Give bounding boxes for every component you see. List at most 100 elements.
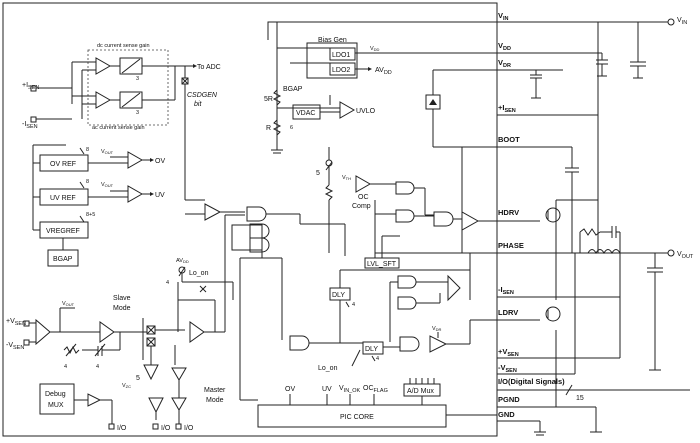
svg-text:PHASE: PHASE bbox=[498, 241, 524, 250]
pin-isen-plus: +ISEN bbox=[497, 103, 598, 116]
svg-text:DLY: DLY bbox=[332, 292, 345, 299]
ac-gain-caption: ac current sense gain bbox=[92, 125, 145, 131]
svg-text:-ISEN: -ISEN bbox=[22, 121, 38, 130]
ldo1-box bbox=[329, 47, 356, 61]
svg-text:PGND: PGND bbox=[498, 395, 520, 404]
svg-text:OC: OC bbox=[358, 194, 369, 201]
svg-text:VREGREF: VREGREF bbox=[46, 228, 80, 235]
svg-text:4: 4 bbox=[166, 280, 169, 286]
svg-text:8: 8 bbox=[86, 179, 89, 185]
pin-ldrv: LDRV bbox=[497, 308, 540, 321]
svg-text:8: 8 bbox=[86, 147, 89, 153]
pin-vin: VIN bbox=[497, 11, 668, 23]
svg-text:VDR: VDR bbox=[498, 58, 511, 69]
svg-text:3: 3 bbox=[136, 76, 139, 82]
svg-text:Master: Master bbox=[204, 387, 226, 394]
svg-text:+ISEN: +ISEN bbox=[498, 103, 516, 114]
svg-text:4: 4 bbox=[352, 302, 355, 308]
svg-text:I/O: I/O bbox=[184, 425, 194, 432]
svg-text:Bias Gen: Bias Gen bbox=[318, 37, 347, 44]
current-sense-dashed-frame bbox=[87, 49, 169, 126]
core-section-boundary bbox=[267, 21, 497, 40]
svg-text:+VSEN: +VSEN bbox=[6, 318, 26, 327]
svg-text:4: 4 bbox=[96, 364, 99, 370]
svg-text:4: 4 bbox=[64, 364, 67, 370]
svg-text:OCFLAG: OCFLAG bbox=[363, 385, 388, 394]
pin-isen-minus: -ISEN bbox=[497, 285, 620, 298]
svg-text:LVL_SFT: LVL_SFT bbox=[367, 261, 397, 268]
svg-text:LDO2: LDO2 bbox=[332, 67, 350, 74]
uvlo-label: UVLO bbox=[356, 108, 376, 115]
svg-text:8+5: 8+5 bbox=[86, 212, 95, 218]
pin-hdrv: HDRV bbox=[497, 208, 540, 222]
pin-vsen-plus: +VSEN bbox=[497, 347, 620, 359]
svg-text:Slave: Slave bbox=[113, 295, 131, 302]
svg-text:+VSEN: +VSEN bbox=[498, 347, 519, 358]
svg-text:VOUT: VOUT bbox=[101, 149, 114, 155]
svg-text:LDO1: LDO1 bbox=[332, 52, 350, 59]
svg-text:BGAP: BGAP bbox=[53, 256, 73, 263]
vsen-minus-terminal bbox=[23, 339, 30, 346]
pwm-logic-block bbox=[185, 199, 346, 400]
svg-text:A/D Mux: A/D Mux bbox=[407, 388, 434, 395]
pin-boot: BOOT bbox=[497, 135, 572, 148]
low-side-mosfet-icon bbox=[545, 306, 561, 322]
external-vin-terminal: VIN bbox=[630, 17, 687, 79]
svg-text:VOUT: VOUT bbox=[62, 301, 75, 307]
sense-resistor-icon bbox=[579, 228, 601, 236]
io-terminal-2 bbox=[152, 423, 159, 430]
external-vout-terminal: VOUT bbox=[647, 249, 694, 371]
svg-text:VIN: VIN bbox=[498, 11, 509, 22]
svg-text:Comp: Comp bbox=[352, 203, 371, 210]
csdgen-label: CSDGEN bbox=[187, 92, 218, 99]
svg-text:Debug: Debug bbox=[45, 391, 66, 398]
pin-io-digital: I/O(Digital Signals) 15 bbox=[497, 377, 690, 402]
low-side-driver-block: DLY 4 DLY 4 VDR Lo_on bbox=[289, 253, 497, 372]
svg-text:VOUT: VOUT bbox=[101, 182, 114, 188]
svg-text:HDRV: HDRV bbox=[498, 208, 519, 217]
pin-vdd: VDD bbox=[497, 41, 602, 54]
svg-text:AVDD: AVDD bbox=[375, 67, 392, 76]
svg-text:5: 5 bbox=[316, 170, 320, 177]
voltage-loop-block: +VSEN -VSEN VOUT 4 4 Slave Mode bbox=[6, 214, 245, 420]
svg-text:5: 5 bbox=[136, 375, 140, 382]
svg-text:I/O: I/O bbox=[161, 425, 171, 432]
inductor-icon bbox=[587, 249, 621, 255]
bias-gen-frame bbox=[306, 42, 358, 79]
pic-core-block: PIC CORE OV UV VIN_OK OCFLAG A/D Mux bbox=[240, 378, 497, 428]
svg-text:GND: GND bbox=[498, 410, 515, 419]
debug-mux-block: Debug MUX I/O I/O I/O bbox=[39, 383, 194, 432]
svg-text:VDAC: VDAC bbox=[296, 110, 315, 117]
pin-phase: PHASE bbox=[375, 241, 668, 254]
chip-boundary bbox=[2, 2, 498, 437]
io-terminal-3 bbox=[175, 423, 182, 430]
svg-text:Mode: Mode bbox=[113, 305, 131, 312]
svg-text:OV: OV bbox=[285, 386, 295, 393]
svg-text:VOUT: VOUT bbox=[677, 251, 694, 260]
svg-text:Lo_on: Lo_on bbox=[189, 270, 209, 277]
delay-box-2 bbox=[362, 341, 384, 355]
svg-text:VDD: VDD bbox=[370, 46, 380, 52]
svg-text:5R: 5R bbox=[264, 96, 273, 103]
csdgen-bit-label: bit bbox=[194, 101, 202, 108]
pin-pgnd: PGND bbox=[497, 395, 602, 433]
dc-gain-caption: dc current sense gain bbox=[97, 43, 150, 49]
svg-text:4: 4 bbox=[376, 356, 379, 362]
current-sense-amplifier-block: dc current sense gain ac current sense g… bbox=[22, 43, 221, 200]
pin-vdr: VDR bbox=[497, 58, 563, 71]
svg-text:I/O(Digital Signals): I/O(Digital Signals) bbox=[498, 377, 565, 386]
svg-text:VIN: VIN bbox=[677, 17, 687, 26]
pin-vsen-minus: -VSEN bbox=[497, 363, 575, 375]
svg-text:VIN_OK: VIN_OK bbox=[339, 385, 361, 394]
svg-text:AVDD: AVDD bbox=[176, 258, 189, 264]
svg-text:VZC: VZC bbox=[122, 383, 131, 389]
svg-text:PIC CORE: PIC CORE bbox=[340, 414, 374, 421]
svg-text:UV REF: UV REF bbox=[50, 195, 76, 202]
svg-text:-VSEN: -VSEN bbox=[6, 342, 24, 351]
svg-text:-ISEN: -ISEN bbox=[498, 285, 514, 296]
svg-text:Lo_on: Lo_on bbox=[318, 365, 338, 372]
external-decoupling-caps bbox=[530, 53, 608, 99]
svg-text:BGAP: BGAP bbox=[283, 86, 303, 93]
external-power-stage bbox=[545, 22, 621, 407]
svg-text:+ISEN: +ISEN bbox=[22, 82, 39, 91]
